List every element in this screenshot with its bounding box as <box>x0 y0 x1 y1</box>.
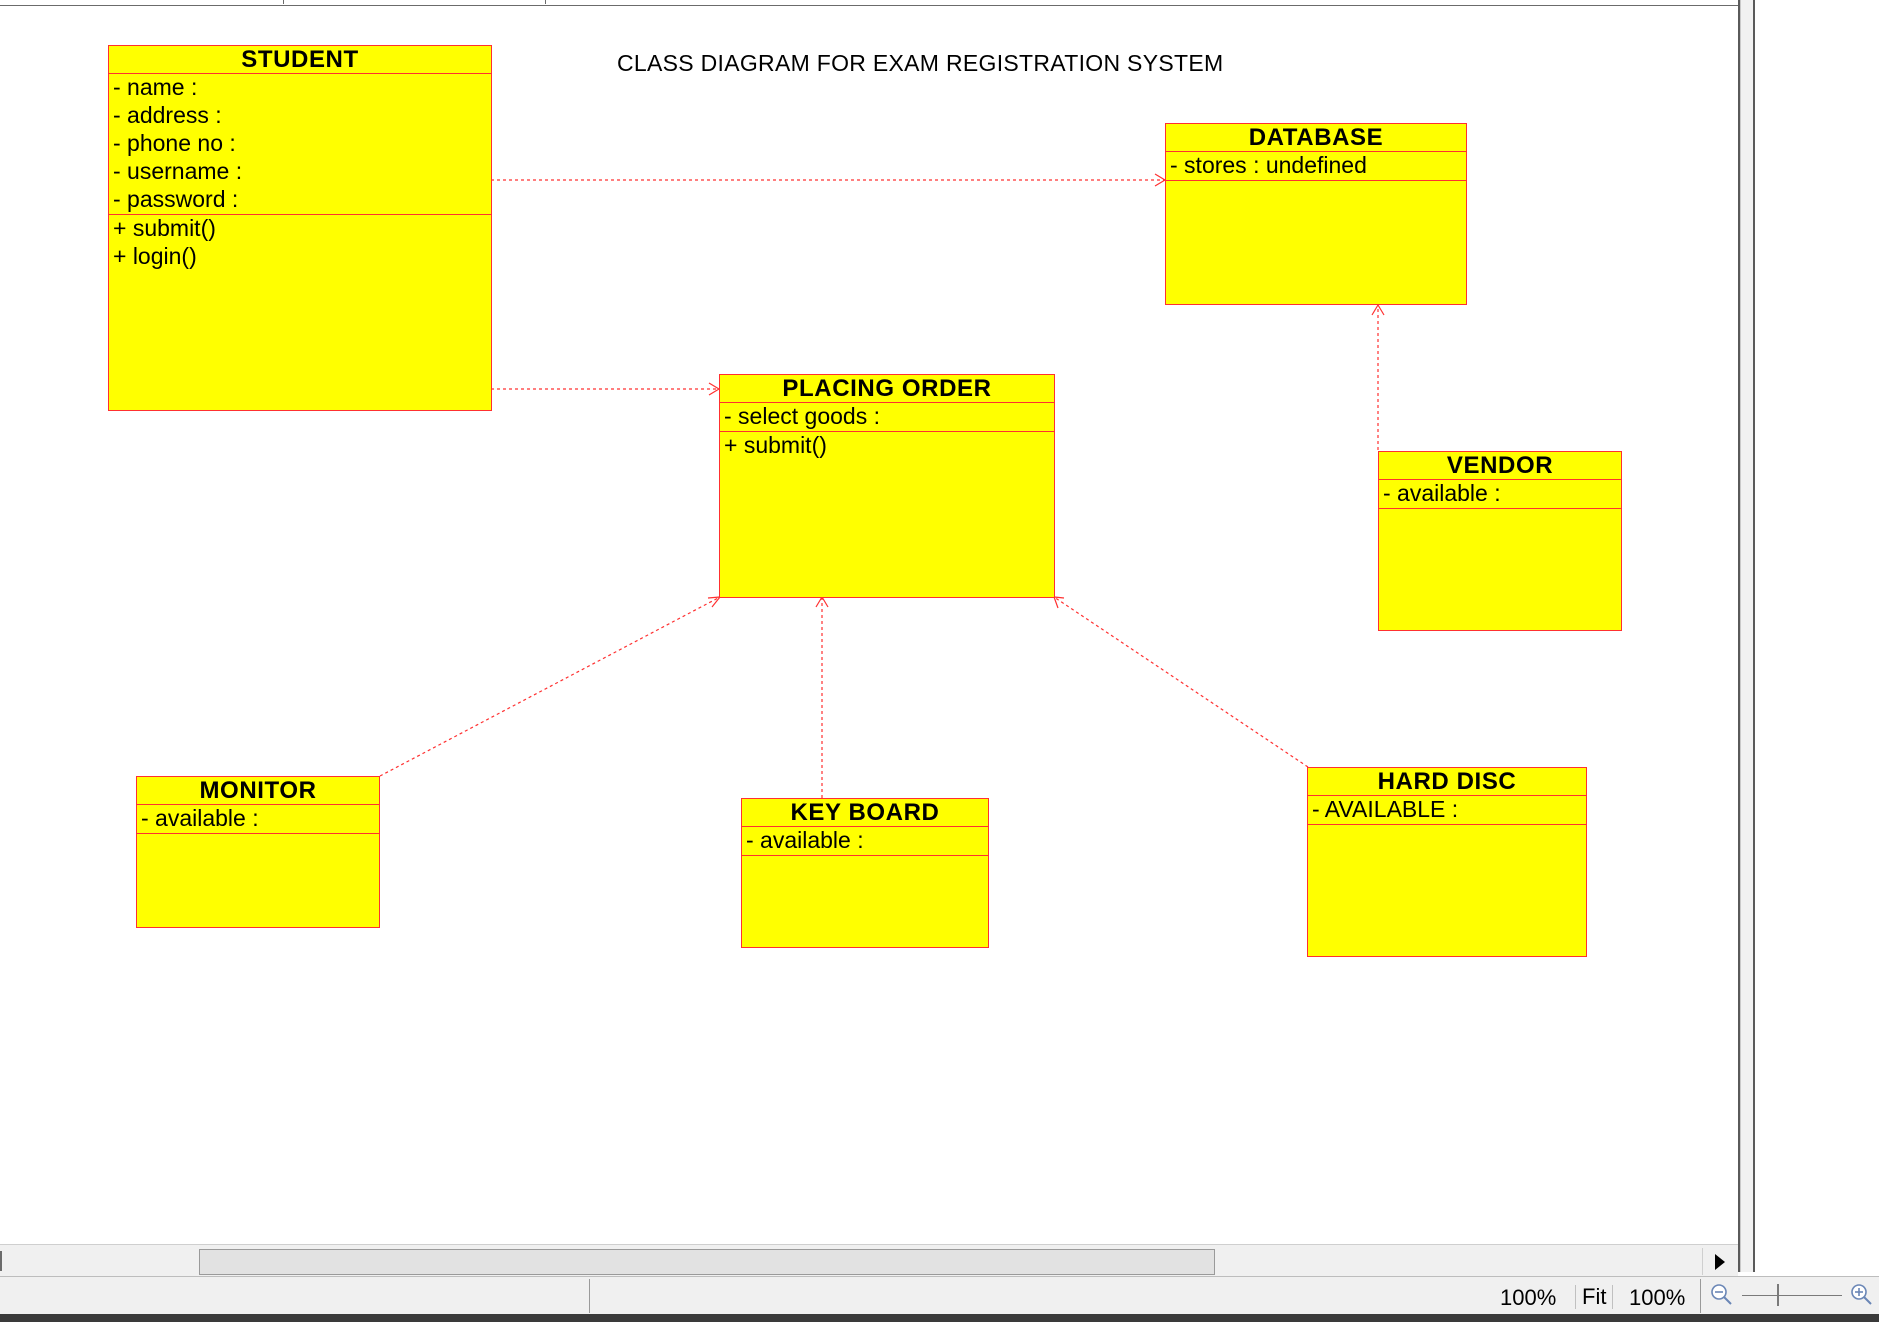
scrollbar-thumb[interactable] <box>199 1249 1215 1275</box>
class-hard-disc[interactable]: HARD DISC - AVAILABLE : <box>1307 767 1587 957</box>
class-name: HARD DISC <box>1308 768 1586 796</box>
zoom-slider-thumb[interactable] <box>1777 1284 1779 1306</box>
class-name: DATABASE <box>1166 124 1466 152</box>
zoom-percent-button[interactable]: 100% <box>1629 1285 1686 1310</box>
attributes-compartment: - select goods : <box>720 403 1054 432</box>
scroll-right-button[interactable] <box>1702 1248 1736 1275</box>
class-vendor[interactable]: VENDOR - available : <box>1378 451 1622 631</box>
attributes-compartment: - AVAILABLE : <box>1308 796 1586 825</box>
right-side-panel <box>1741 0 1755 1272</box>
triangle-right-icon <box>1714 1253 1725 1270</box>
arrowhead-placing-order-left <box>708 382 721 396</box>
class-name: MONITOR <box>137 777 379 805</box>
class-name: VENDOR <box>1379 452 1621 480</box>
diagram-title: CLASS DIAGRAM FOR EXAM REGISTRATION SYST… <box>617 50 1224 76</box>
attributes-compartment: - available : <box>137 805 379 834</box>
status-separator <box>1700 1279 1701 1313</box>
attribute: - phone no : <box>113 130 236 156</box>
operations-compartment: + submit() + login() <box>109 215 491 271</box>
class-monitor[interactable]: MONITOR - available : <box>136 776 380 928</box>
zoom-slider-track <box>1742 1295 1842 1296</box>
attribute: - username : <box>113 158 243 184</box>
class-student[interactable]: STUDENT - name : - address : - phone no … <box>108 45 492 411</box>
zoom-in-icon[interactable] <box>1849 1282 1875 1308</box>
class-name: KEY BOARD <box>742 799 988 827</box>
attribute: - select goods : <box>724 403 880 429</box>
operations-compartment: + submit() <box>720 432 1054 460</box>
horizontal-scrollbar[interactable] <box>0 1244 1738 1276</box>
arrowhead-placing-order-bottom-mid <box>815 595 829 608</box>
diagram-canvas[interactable]: CLASS DIAGRAM FOR EXAM REGISTRATION SYST… <box>0 6 1738 1244</box>
class-name: STUDENT <box>109 46 491 74</box>
connector-monitor-placing-order <box>379 596 721 777</box>
window-bottom-edge <box>0 1314 1879 1322</box>
attribute: - AVAILABLE : <box>1312 796 1459 822</box>
status-separator <box>589 1279 590 1313</box>
scrollbar-left-edge <box>0 1251 2 1271</box>
zoom-level-readout: 100% <box>1500 1285 1557 1310</box>
connector-harddisc-placing-order <box>1053 596 1309 768</box>
attribute: - name : <box>113 74 198 100</box>
attributes-compartment: - available : <box>1379 480 1621 509</box>
attribute: - address : <box>113 102 222 128</box>
status-bar: 100% Fit 100% <box>0 1276 1879 1314</box>
arrowhead-database-bottom <box>1371 303 1385 316</box>
attribute: - stores : undefined <box>1170 152 1367 178</box>
arrowhead-placing-order-bottom-right <box>1053 596 1065 609</box>
attribute: - available : <box>141 805 259 831</box>
attributes-compartment: - name : - address : - phone no : - user… <box>109 74 491 215</box>
class-database[interactable]: DATABASE - stores : undefined <box>1165 123 1467 305</box>
arrowhead-database-left <box>1154 173 1167 187</box>
operation: + submit() <box>113 215 216 241</box>
zoom-out-icon[interactable] <box>1709 1282 1735 1308</box>
attribute: - available : <box>746 827 864 853</box>
class-keyboard[interactable]: KEY BOARD - available : <box>741 798 989 948</box>
class-name: PLACING ORDER <box>720 375 1054 403</box>
pane-splitter[interactable] <box>1738 0 1741 1272</box>
zoom-slider[interactable] <box>1742 1283 1842 1309</box>
attribute: - available : <box>1383 480 1501 506</box>
operation: + submit() <box>724 432 827 458</box>
fit-button[interactable]: Fit <box>1575 1285 1614 1309</box>
attributes-compartment: - stores : undefined <box>1166 152 1466 181</box>
operation: + login() <box>113 243 197 269</box>
attributes-compartment: - available : <box>742 827 988 856</box>
top-ruler <box>0 0 1740 6</box>
class-placing-order[interactable]: PLACING ORDER - select goods : + submit(… <box>719 374 1055 598</box>
attribute: - password : <box>113 186 239 212</box>
arrowhead-placing-order-bottom-left <box>707 596 722 608</box>
